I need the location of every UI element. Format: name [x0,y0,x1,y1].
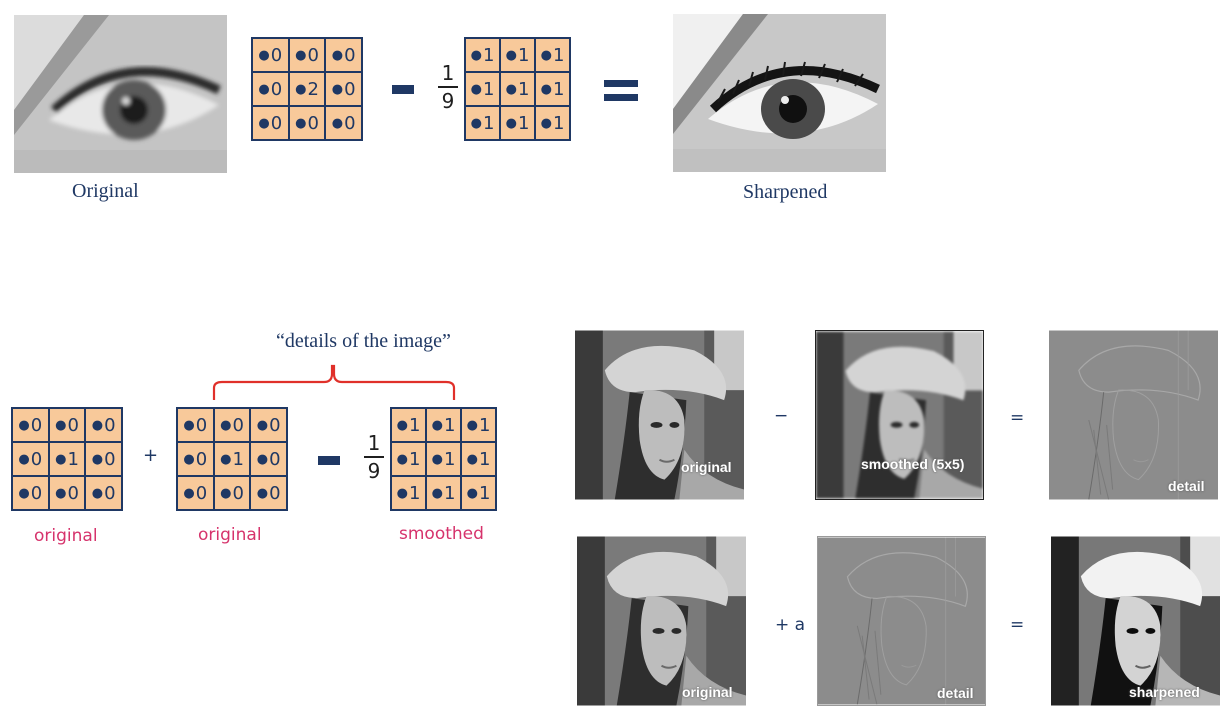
kernel-cell: ●1 [427,443,460,475]
photo-label-original: original [681,459,732,475]
kernel-cell: ●0 [326,73,361,105]
fraction-one-ninth-bottom: 1 9 [364,432,384,482]
kernel-cell: ●1 [427,477,460,509]
equals-sign-bottom [604,94,638,101]
details-caption: “details of the image” [276,330,451,352]
minus-operator: − [774,406,789,426]
kernel-identity-original-2: ●0 ●0 ●0 ●0 ●1 ●0 ●0 ●0 ●0 [176,407,288,511]
kernel-cell: ●0 [178,477,213,509]
kernel-identity-original: ●0 ●0 ●0 ●0 ●1 ●0 ●0 ●0 ●0 [11,407,123,511]
lena-sharpened-image: sharpened [1051,536,1220,706]
minus-sign-bottom [318,456,340,465]
plus-a-operator: + a [775,615,806,635]
kernel-cell: ●0 [13,443,48,475]
minus-sign [392,85,414,94]
equals-operator-row1: = [1010,408,1025,428]
kernel-cell: ●0 [214,409,250,441]
kernel-cell: ●0 [251,443,286,475]
kernel-cell: ●0 [251,477,286,509]
kernel-cell: ●0 [178,409,213,441]
kernel-cell: ●1 [427,409,460,441]
kernel-cell: ●0 [86,409,121,441]
label-smoothed: smoothed [399,524,484,544]
kernel-cell: ●0 [326,107,361,139]
kernel-cell: ●0 [86,443,121,475]
kernel-cell: ●1 [466,73,499,105]
kernel-cell: ●1 [392,409,425,441]
original-caption: Original [72,180,139,202]
equals-sign-top [604,80,638,87]
kernel-cell: ●0 [178,443,213,475]
kernel-cell: ●1 [462,477,495,509]
kernel-cell: ●0 [289,39,325,71]
kernel-cell: ●0 [49,409,85,441]
kernel-cell: ●1 [536,39,569,71]
kernel-cell: ●0 [86,477,121,509]
photo-label-sharpened: sharpened [1129,684,1200,700]
kernel-box-filter: ●1 ●1 ●1 ●1 ●1 ●1 ●1 ●1 ●1 [464,37,571,141]
lena-original-image: original [575,330,744,500]
kernel-cell: ●1 [501,107,534,139]
kernel-cell: ●2 [289,73,325,105]
kernel-cell: ●1 [466,107,499,139]
kernel-cell: ●0 [289,107,325,139]
kernel-cell: ●0 [13,409,48,441]
photo-label-detail-2: detail [937,685,974,701]
kernel-box-smoothed: ●1 ●1 ●1 ●1 ●1 ●1 ●1 ●1 ●1 [390,407,497,511]
kernel-cell: ●1 [462,409,495,441]
details-brace [212,364,456,400]
kernel-cell: ●1 [536,107,569,139]
lena-detail-image: detail [1049,330,1218,500]
kernel-cell: ●1 [501,39,534,71]
photo-label-smoothed: smoothed (5x5) [861,456,965,472]
kernel-cell: ●1 [536,73,569,105]
kernel-cell: ●0 [253,107,288,139]
kernel-cell: ●1 [462,443,495,475]
kernel-cell: ●0 [326,39,361,71]
kernel-cell: ●0 [253,39,288,71]
sharpened-caption: Sharpened [743,181,828,203]
fraction-one-ninth: 1 9 [438,62,458,112]
label-original-left: original [34,526,98,546]
kernel-cell: ●0 [214,477,250,509]
lena-detail-image-2: detail [817,536,986,706]
kernel-cell: ●0 [13,477,48,509]
kernel-cell: ●0 [251,409,286,441]
label-original-middle: original [198,525,262,545]
kernel-cell: ●1 [466,39,499,71]
eye-original-image [14,15,227,173]
kernel-identity-times-two: ●0 ●0 ●0 ●0 ●2 ●0 ●0 ●0 ●0 [251,37,363,141]
eye-sharpened-image [673,14,886,172]
kernel-cell: ●1 [49,443,85,475]
lena-smoothed-image: smoothed (5x5) [815,330,984,500]
photo-label-detail: detail [1168,478,1205,494]
kernel-cell: ●0 [49,477,85,509]
kernel-cell: ●0 [253,73,288,105]
kernel-cell: ●1 [392,477,425,509]
lena-original-image-2: original [577,536,746,706]
photo-label-original-2: original [682,684,733,700]
kernel-cell: ●1 [214,443,250,475]
kernel-cell: ●1 [392,443,425,475]
equals-operator-row2: = [1010,615,1025,635]
plus-sign: + [143,445,159,466]
kernel-cell: ●1 [501,73,534,105]
